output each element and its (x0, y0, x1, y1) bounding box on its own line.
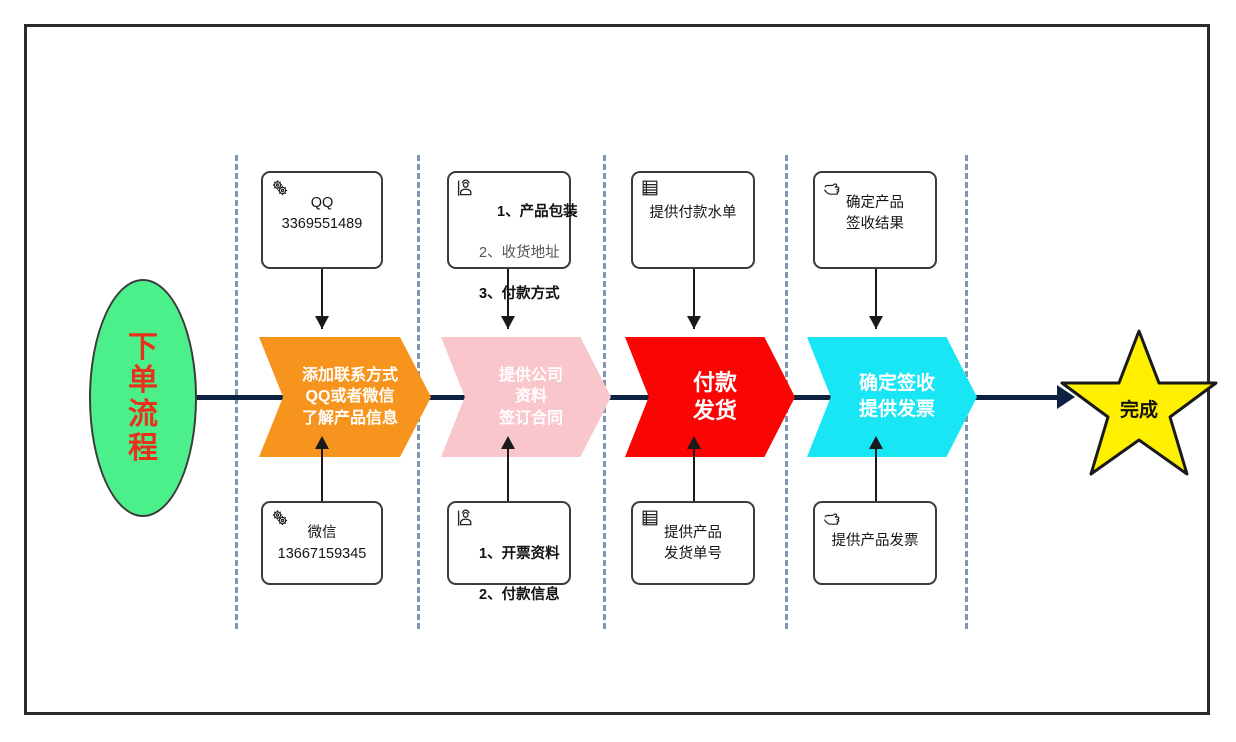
start-shape-label: 下单流程 (128, 330, 158, 465)
phase-divider-1 (235, 155, 238, 629)
phase-3-top-connector (693, 269, 695, 329)
phase-3-top-note-text: 提供付款水单 (649, 205, 737, 221)
phase-4-bottom-connector (875, 447, 877, 502)
table-icon (640, 508, 660, 528)
phase-1-chevron[interactable]: 添加联系方式 QQ或者微信 了解产品信息 (259, 337, 431, 457)
phase-2-chevron[interactable]: 提供公司 资料 签订合同 (441, 337, 611, 457)
phase-2-top-connector (507, 269, 509, 329)
phase-3-bottom-note-text: 提供产品 发货单号 (664, 525, 722, 562)
person-icon (456, 178, 476, 198)
phase-4-chevron[interactable]: 确定签收 提供发票 (807, 337, 977, 457)
spine-segment-3-4 (767, 395, 843, 400)
phase-2-bottom-note-text: 1、开票资料 2、付款信息 (457, 523, 561, 626)
end-shape[interactable]: 完成 (1059, 327, 1219, 479)
star-icon (1060, 329, 1218, 476)
pointing-hand-icon (822, 178, 842, 198)
phase-4-bottom-note[interactable]: 提供产品发票 (813, 501, 937, 585)
phase-2-top-note-text: 1、产品包装 2、收货地址 3、付款方式 (457, 181, 578, 325)
spine-segment-1-2 (397, 395, 475, 400)
phase-1-top-connector (321, 269, 323, 329)
phase-1-top-note-text: QQ 3369551489 (281, 195, 363, 232)
phase-2-bottom-connector (507, 447, 509, 502)
phase-2-bottom-item-2: 2、付款信息 (479, 586, 560, 603)
gears-icon (270, 178, 290, 198)
phase-1-bottom-connector (321, 447, 323, 502)
phase-2-top-item-3: 3、付款方式 (479, 285, 560, 302)
page-frame: 下单流程 QQ 3369551489 (24, 24, 1218, 715)
phase-3-chevron-label: 付款 发货 (692, 369, 737, 423)
phase-4-chevron-label: 确定签收 提供发票 (858, 372, 935, 420)
gears-icon (270, 508, 290, 528)
phase-4-bottom-arrowhead (869, 436, 883, 449)
phase-2-top-arrowhead (501, 316, 515, 329)
spine-segment-start (133, 395, 285, 400)
phase-3-bottom-connector (693, 447, 695, 502)
phase-4-top-connector (875, 269, 877, 329)
table-icon (640, 178, 660, 198)
phase-4-top-note[interactable]: 确定产品 签收结果 (813, 171, 937, 269)
spine-segment-2-3 (583, 395, 659, 400)
phase-2-top-item-2: 2、收货地址 (479, 244, 560, 261)
phase-2-chevron-label: 提供公司 资料 签订合同 (498, 367, 563, 427)
phase-3-bottom-note[interactable]: 提供产品 发货单号 (631, 501, 755, 585)
phase-3-chevron[interactable]: 付款 发货 (625, 337, 795, 457)
phase-3-bottom-arrowhead (687, 436, 701, 449)
phase-4-bottom-note-text: 提供产品发票 (831, 533, 919, 549)
phase-1-top-note[interactable]: QQ 3369551489 (261, 171, 383, 269)
phase-3-top-note[interactable]: 提供付款水单 (631, 171, 755, 269)
phase-4-top-note-text: 确定产品 签收结果 (846, 195, 904, 232)
phase-1-chevron-label: 添加联系方式 QQ或者微信 了解产品信息 (301, 367, 398, 427)
pointing-hand-icon (822, 508, 842, 528)
phase-1-top-arrowhead (315, 316, 329, 329)
person-icon (456, 508, 476, 528)
phase-2-top-note[interactable]: 1、产品包装 2、收货地址 3、付款方式 (447, 171, 578, 302)
phase-1-bottom-note[interactable]: 微信 13667159345 (261, 501, 383, 585)
phase-1-bottom-arrowhead (315, 436, 329, 449)
phase-3-top-arrowhead (687, 316, 701, 329)
spine-segment-end (949, 395, 1061, 400)
end-shape-label: 完成 (1119, 400, 1158, 421)
phase-2-bottom-arrowhead (501, 436, 515, 449)
phase-2-bottom-note[interactable]: 1、开票资料 2、付款信息 (447, 501, 571, 603)
phase-4-top-arrowhead (869, 316, 883, 329)
phase-2-top-item-1: 1、产品包装 (497, 203, 578, 220)
phase-2-bottom-item-1: 1、开票资料 (479, 545, 560, 562)
phase-1-bottom-note-text: 微信 13667159345 (277, 525, 367, 562)
start-shape[interactable]: 下单流程 (89, 279, 197, 517)
